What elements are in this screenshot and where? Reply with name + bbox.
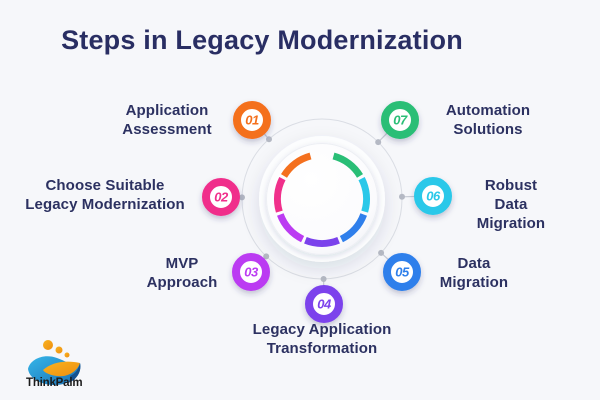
step-label-application-assessment: Application Assessment [122, 102, 212, 138]
badge-ring-07 [381, 101, 419, 139]
logo-dot-small [64, 352, 70, 358]
badge-05: 05 [383, 253, 421, 291]
ring-segment-07 [332, 152, 363, 178]
logo-wave-crest [43, 361, 80, 377]
page-title: Steps in Legacy Modernization [61, 25, 463, 55]
step-label-mvp-approach: MVP Approach [146, 255, 218, 291]
step-label-data-migration: Data Migration [439, 255, 509, 291]
connector-dot-03 [263, 253, 270, 260]
step-badges: 01 02 03 04 05 06 [202, 101, 452, 323]
badge-07: 07 [381, 101, 419, 139]
connector-dot-02 [239, 194, 245, 201]
connector-dot-05 [378, 249, 385, 256]
connector-dot-07 [375, 139, 382, 146]
center-plate [266, 143, 378, 255]
badge-number-07: 07 [393, 113, 408, 128]
step-label-automation-solutions: Automation Solutions [445, 102, 531, 138]
badge-number-06: 06 [426, 189, 441, 204]
badge-ring-06 [414, 177, 452, 215]
thinkpalm-logo-text: ThinkPalm [26, 377, 83, 389]
connector-dot-06 [399, 193, 405, 200]
connector-dot-01 [266, 136, 272, 143]
logo-wave-tip [68, 363, 81, 383]
badge-03: 03 [232, 253, 270, 291]
step-label-choose-suitable-legacy-modernization: Choose Suitable Legacy Modernization [25, 177, 185, 213]
badge-06: 06 [414, 177, 452, 215]
logo-dot-large [43, 340, 53, 350]
ring-segment-06 [358, 176, 370, 213]
ring-segment-03 [277, 213, 305, 243]
badge-ring-01 [233, 101, 271, 139]
ring-segment-02 [274, 176, 286, 213]
connector-dots [239, 136, 405, 282]
progress-ring [274, 152, 370, 247]
badge-number-02: 02 [214, 190, 229, 205]
badge-number-01: 01 [245, 113, 259, 128]
ring-segment-01 [281, 152, 312, 178]
ring-segment-05 [339, 213, 367, 243]
badge-ring-05 [383, 253, 421, 291]
badge-04: 04 [305, 285, 343, 323]
ring-segment-04 [304, 236, 340, 247]
badge-01: 01 [233, 101, 271, 139]
step-label-legacy-application-transformation: Legacy Application Transformation [252, 321, 392, 357]
step-label-robust-data-migration: Robust Data Migration [476, 177, 546, 232]
badge-ring-02 [202, 178, 240, 216]
badge-ring-03 [232, 253, 270, 291]
badge-number-03: 03 [244, 265, 259, 280]
badge-ring-04 [305, 285, 343, 323]
badge-02: 02 [202, 178, 240, 216]
badge-number-05: 05 [395, 265, 410, 280]
logo-dot-medium [55, 346, 63, 354]
thinkpalm-logo-icon [28, 340, 81, 386]
thinkpalm-logo: ThinkPalm [18, 332, 98, 398]
badge-number-04: 04 [317, 297, 332, 312]
connector-dot-04 [320, 276, 327, 282]
